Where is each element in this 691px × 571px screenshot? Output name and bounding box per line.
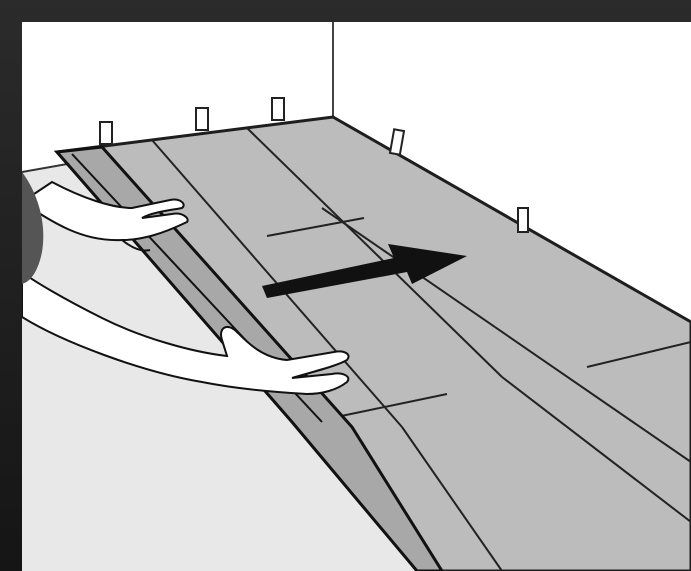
illustration-svg: [22, 22, 691, 571]
flooring-illustration: [22, 22, 691, 571]
